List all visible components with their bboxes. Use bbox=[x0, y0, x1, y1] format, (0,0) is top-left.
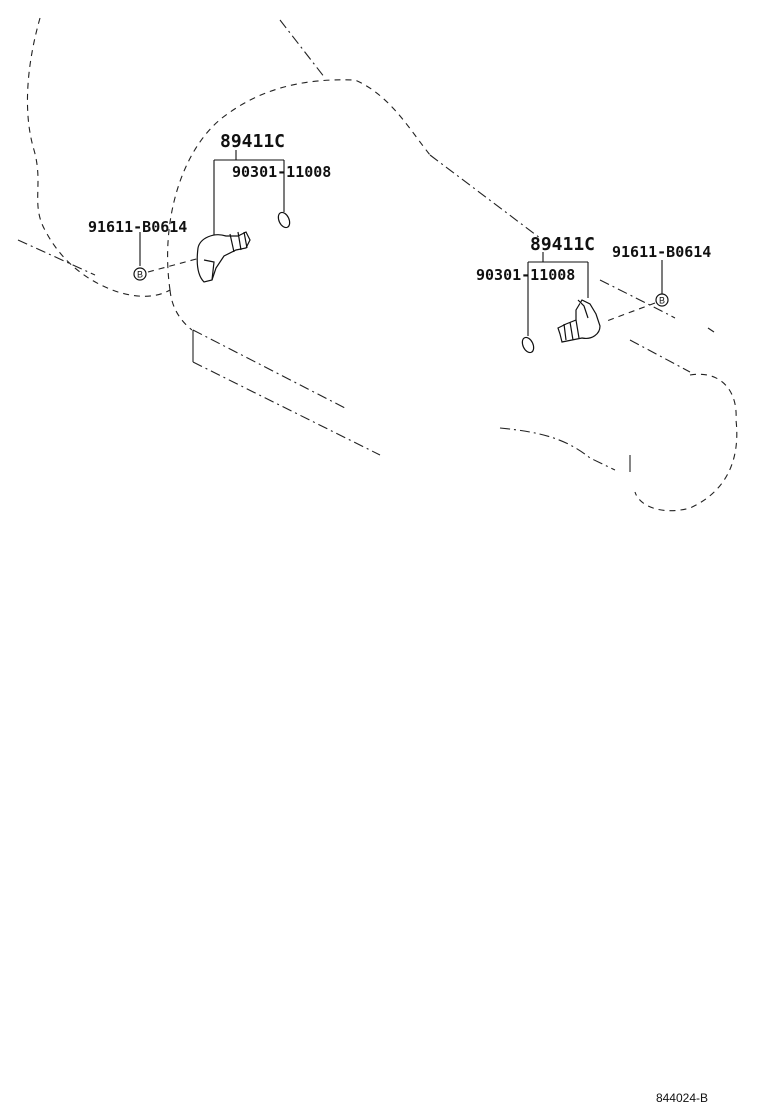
housing-lower-edge-1 bbox=[192, 329, 346, 409]
left-bolt-marker-circle bbox=[133, 267, 147, 281]
left-assembly: B 89411C 90301-11008 91611-B0614 bbox=[88, 131, 331, 283]
right-sensor-label: 89411C bbox=[530, 234, 595, 255]
right-gasket-label: 90301-11008 bbox=[476, 266, 575, 284]
engine-dome bbox=[167, 79, 431, 291]
left-sensor-leader bbox=[213, 150, 285, 238]
bell-housing-curve bbox=[169, 289, 193, 331]
transmission-right-line-2 bbox=[629, 339, 691, 373]
right-sensor-leader bbox=[527, 252, 589, 336]
engine-outline bbox=[17, 17, 738, 512]
engine-left-edge bbox=[26, 17, 171, 297]
transmission-flange bbox=[634, 373, 738, 512]
engine-lower-left-line bbox=[17, 239, 96, 276]
right-bolt-marker-circle bbox=[655, 293, 669, 307]
right-assembly: B 89411C 90301-11008 91611-B0614 bbox=[476, 234, 711, 354]
right-bolt-label: 91611-B0614 bbox=[612, 243, 711, 261]
right-crank-position-sensor bbox=[557, 299, 601, 343]
left-bolt-label: 91611-B0614 bbox=[88, 218, 187, 236]
left-gasket-label: 90301-11008 bbox=[232, 163, 331, 181]
right-gasket-oring bbox=[521, 336, 535, 354]
engine-long-diagonal bbox=[429, 154, 541, 239]
right-bolt-marker-letter: B bbox=[659, 296, 665, 306]
left-bolt-marker-letter: B bbox=[137, 270, 143, 280]
left-sensor-label: 89411C bbox=[220, 131, 285, 152]
diagram-reference-code: 844024-B bbox=[656, 1091, 708, 1105]
right-bolt-to-sensor bbox=[603, 302, 656, 323]
transmission-tick bbox=[707, 327, 715, 333]
left-crank-position-sensor bbox=[196, 231, 251, 283]
left-gasket-oring bbox=[277, 211, 291, 229]
transmission-lower-line bbox=[499, 427, 616, 471]
engine-upper-diagonal bbox=[279, 19, 326, 79]
housing-lower-edge-2 bbox=[192, 361, 381, 456]
left-bolt-to-sensor bbox=[147, 257, 201, 273]
